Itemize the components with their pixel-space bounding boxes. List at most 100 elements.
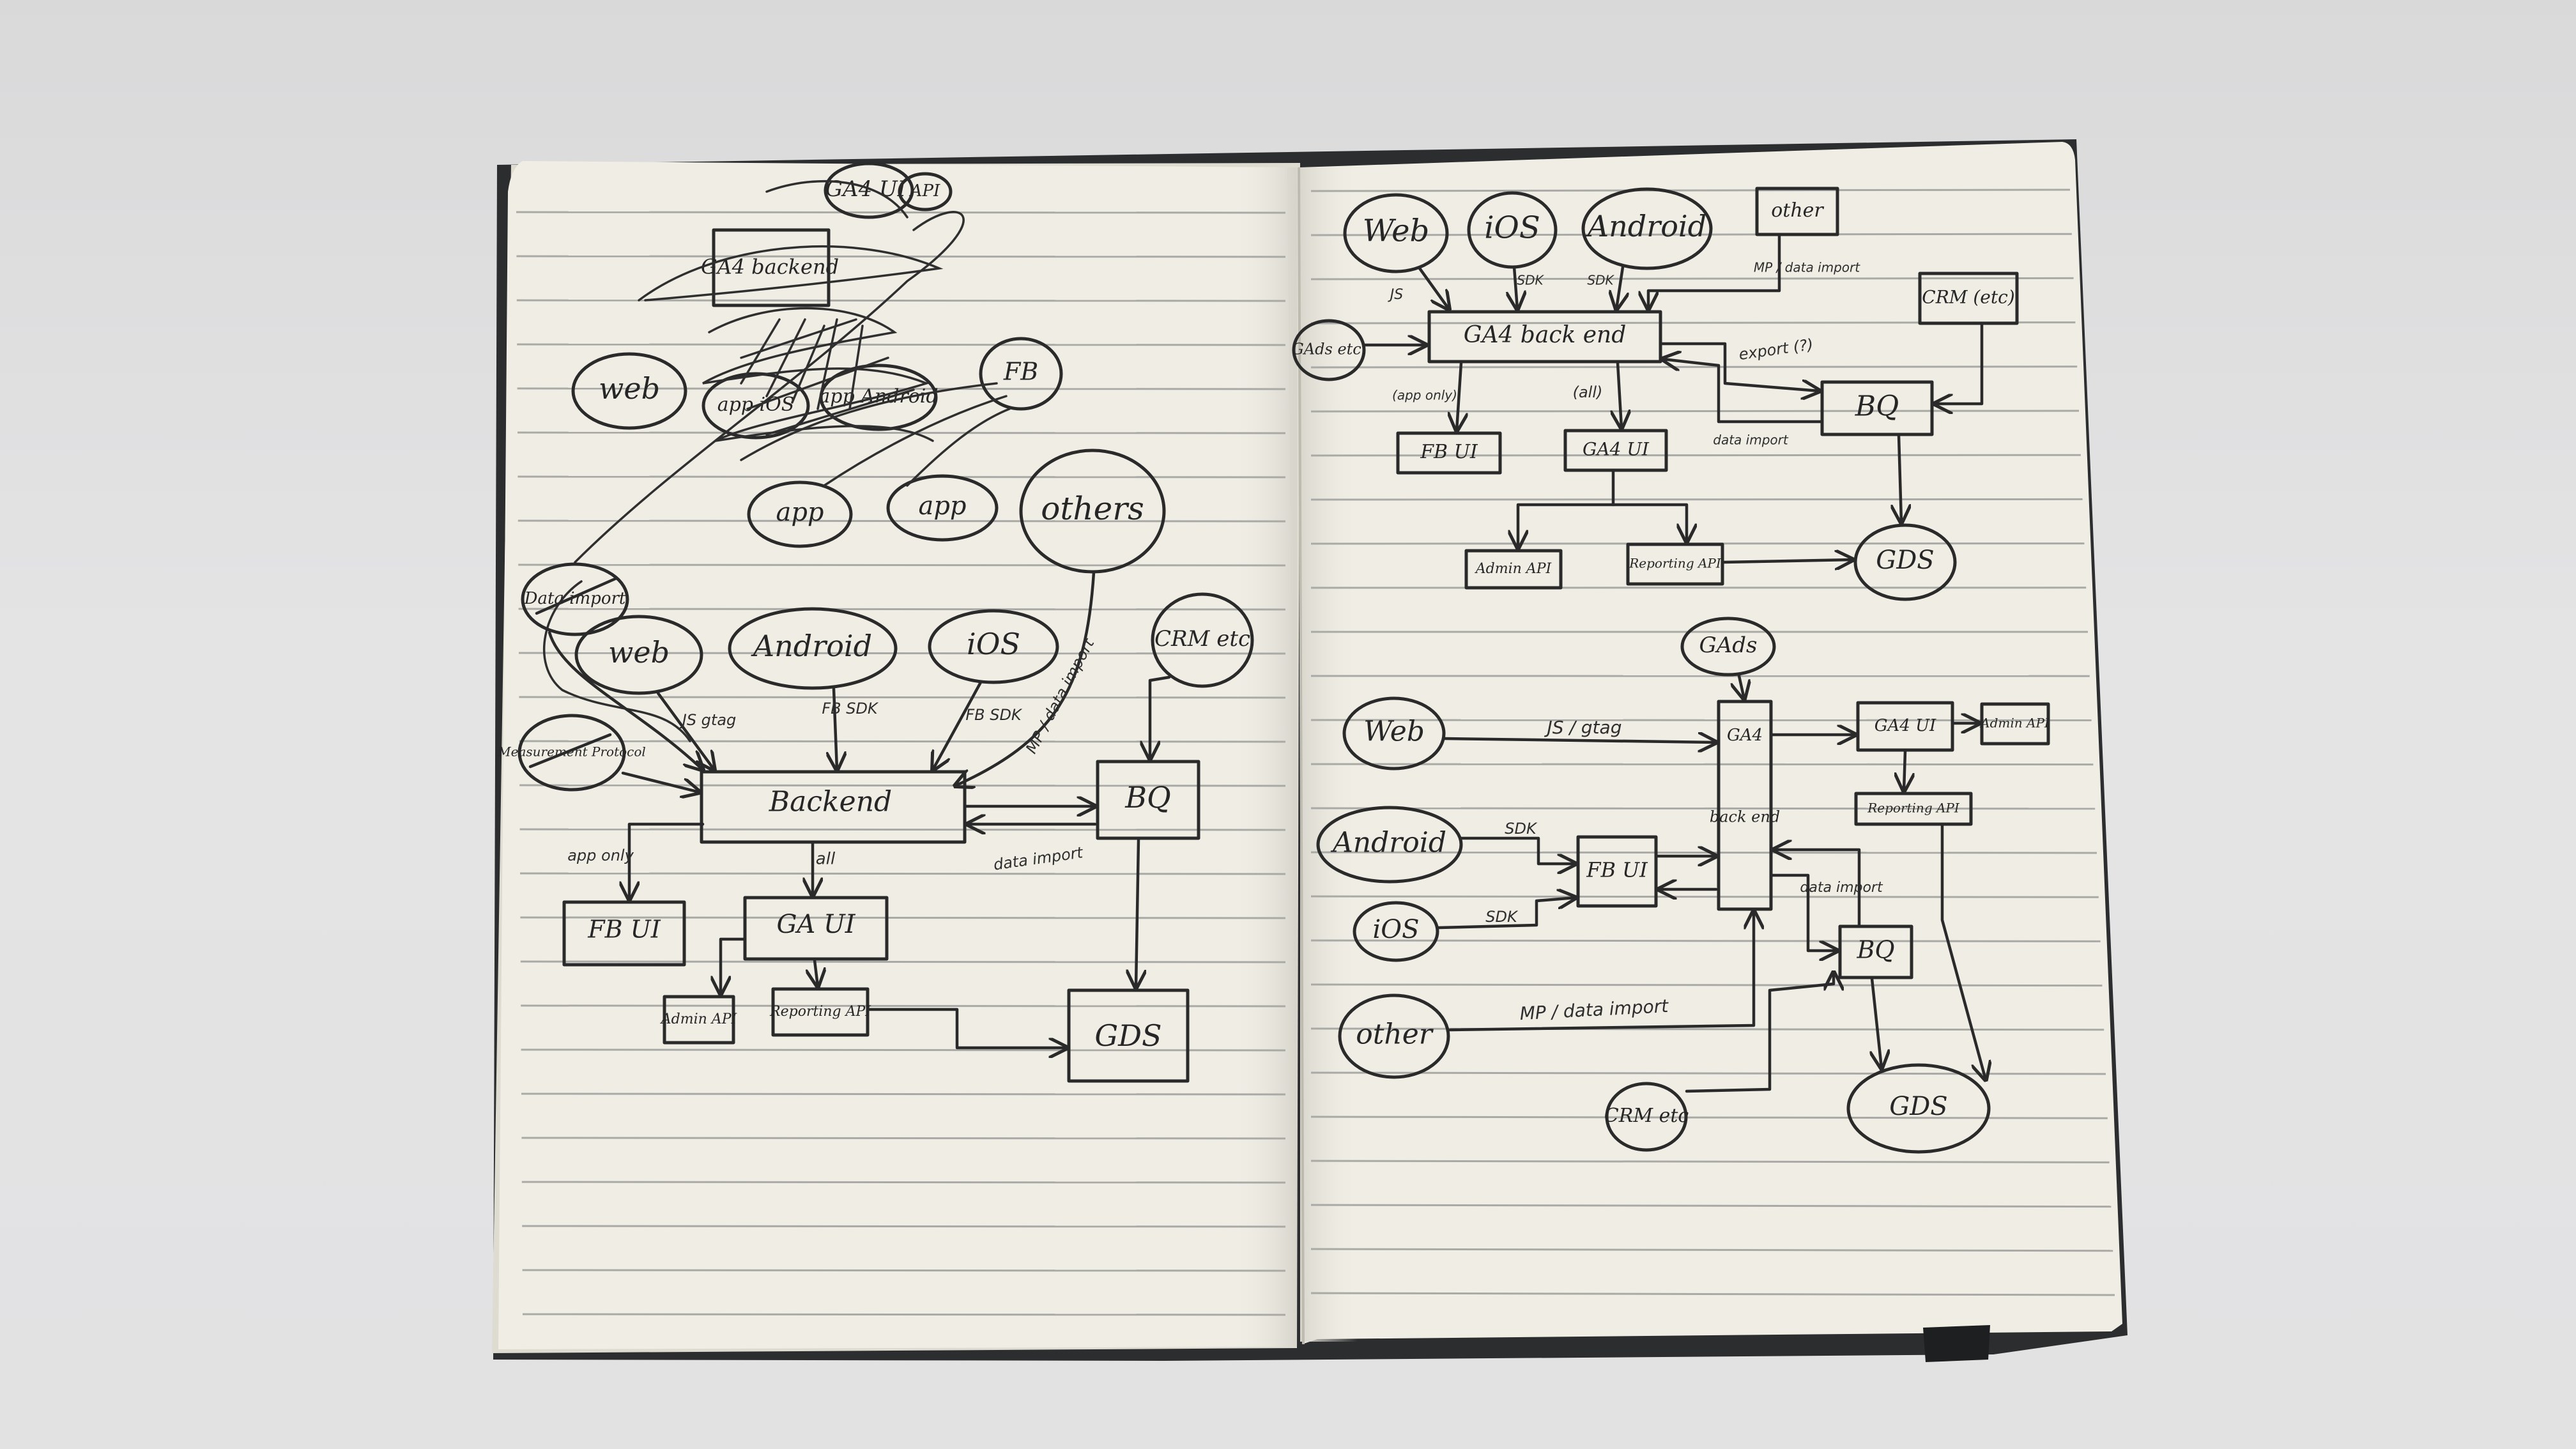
ruled-line (517, 343, 1286, 346)
rt-label-sdk-ios: SDK (1517, 273, 1544, 288)
ruled-line (522, 1225, 1286, 1228)
ruled-line (1310, 1204, 2112, 1208)
edge-gaui-admin (721, 937, 746, 994)
backend-node-label: Backend (769, 786, 892, 818)
ruled-line (1310, 939, 2101, 942)
rb-gds-node (1846, 1063, 1991, 1154)
mp-node (518, 714, 626, 792)
edge-mp-backend (621, 771, 700, 792)
rb-edge-gads-backend (1739, 674, 1744, 699)
rt-bq-node (1820, 380, 1934, 436)
rb-edge-other-backend (1448, 911, 1754, 1032)
rt-other-node (1755, 187, 1839, 236)
reporting-api-node-label: Reporting API (769, 1004, 871, 1020)
bookmark-ribbon (1923, 1325, 1990, 1362)
rb-edge-android-fbui (1460, 836, 1575, 864)
rb-android-node (1316, 806, 1463, 884)
rb-other-node (1338, 993, 1450, 1079)
spine-shadow-right (1300, 167, 1358, 1342)
web-node (574, 615, 703, 695)
fb-node (979, 337, 1063, 411)
rt-edge-backend-ga4ui (1618, 361, 1621, 428)
ruled-line (1310, 1160, 2110, 1163)
crm-node-label: CRM etc (1154, 626, 1250, 652)
data-import-strike (535, 576, 618, 615)
ruled-line (1310, 188, 2071, 192)
rb-admin-api-node (1980, 702, 2050, 746)
rt-backend-node-label: GA4 back end (1464, 322, 1627, 348)
scribble-mark (638, 245, 944, 442)
rb-gds-node-label: GDS (1889, 1092, 1947, 1121)
rb-bq-node (1838, 924, 1913, 979)
rb-ga4-label: GA4 (1727, 726, 1763, 745)
page-gutter (1298, 167, 1305, 1345)
rt-crm-node-label: CRM (etc) (1922, 287, 2014, 308)
rb-label-sdk-ios: SDK (1485, 908, 1519, 926)
ruled-line (522, 1269, 1286, 1272)
rb-reporting-api-node-label: Reporting API (1867, 801, 1960, 816)
rb-ga4-ui-node-label: GA4 UI (1874, 716, 1936, 735)
ruled-line (1310, 1116, 2108, 1119)
scribble-left-curl (542, 580, 691, 742)
ruled-line (516, 299, 1286, 302)
rb-edge-web-backend (1443, 739, 1716, 742)
rt-label-mp: MP / data import (1754, 260, 1860, 275)
gds-node (1067, 988, 1190, 1083)
app-ios-node-top (702, 372, 810, 440)
rt-gads-node-label: GAds etc. (1292, 341, 1367, 358)
rb-ios-node (1353, 901, 1439, 962)
rt-edge-web-backend (1418, 266, 1449, 309)
ruled-line (1310, 1248, 2113, 1252)
data-import-node-label: Data import (524, 589, 626, 608)
data-import-node (521, 562, 629, 636)
rb-edge-crm-bq (1685, 972, 1834, 1093)
rt-android-node (1581, 187, 1713, 270)
bq-node (1096, 760, 1200, 840)
web-node-top (571, 352, 687, 430)
rt-fb-ui-node-label: FB UI (1420, 441, 1478, 463)
spine-shadow-left (1233, 167, 1297, 1347)
rb-edge-bq-backend (1774, 850, 1861, 927)
ruled-line (517, 387, 1286, 390)
fb-ui-node-label: FB UI (587, 916, 661, 944)
rt-other-node-label: other (1771, 199, 1824, 222)
rt-edge-crm-bq (1935, 323, 1984, 404)
rb-backend-label: back end (1710, 808, 1780, 826)
label-js-gtag: JS gtag (680, 711, 737, 729)
ruled-line (1310, 807, 2096, 810)
ruled-line (518, 608, 1286, 611)
rt-crm-node (1918, 272, 2019, 325)
rb-label-data-import: data import (1800, 880, 1883, 896)
ga4-backend-node-top-label: GA4 backend (701, 255, 839, 279)
rt-edge-reporting-gds (1722, 560, 1853, 562)
rt-ga4-ui-node-label: GA4 UI (1583, 439, 1650, 460)
rb-edge-bq-gds (1872, 977, 1882, 1068)
rb-reporting-api-node (1854, 792, 1973, 826)
rb-edge-ios-fbui (1437, 898, 1575, 930)
rb-gads-node (1680, 617, 1776, 677)
rb-crm-node (1605, 1082, 1688, 1152)
rt-bq-node-label: BQ (1855, 390, 1899, 423)
edge-bq-gds (1136, 838, 1138, 988)
rb-other-node-label: other (1356, 1018, 1434, 1051)
rb-fb-ui-node-label: FB UI (1586, 858, 1648, 882)
edge-crm-bq (1150, 675, 1171, 759)
ruled-line (516, 211, 1286, 214)
rt-label-sdk-android: SDK (1587, 273, 1614, 288)
scribble-arrows (574, 180, 1011, 564)
ruled-line (519, 696, 1286, 699)
ruled-line (1310, 277, 2074, 280)
label-all: all (816, 850, 836, 869)
rt-reporting-api-node-label: Reporting API (1629, 556, 1722, 571)
ruled-line (1310, 983, 2103, 987)
admin-api-node (663, 995, 735, 1045)
android-node (728, 607, 898, 690)
app-node-b (886, 474, 999, 542)
ruled-line (519, 784, 1286, 787)
rt-edge-bq-backend (1662, 359, 1823, 424)
ruled-line (1310, 498, 2083, 501)
ga4-ui-node-top (824, 162, 914, 219)
ios-node-label: iOS (967, 627, 1020, 661)
ga4-backend-node-top (712, 228, 831, 307)
